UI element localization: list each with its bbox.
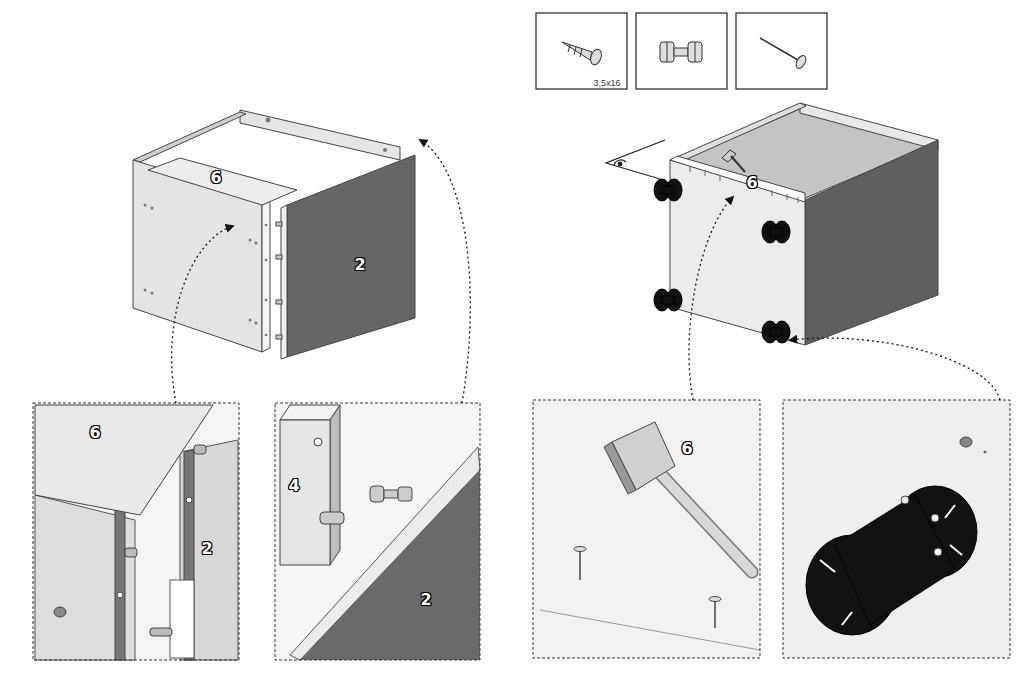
detail-dowel-joint <box>275 403 480 660</box>
callout-number: 2 <box>420 592 431 608</box>
detail-leaders <box>172 140 1000 403</box>
callout-number: 2 <box>201 541 212 557</box>
detail-nailing <box>533 400 760 658</box>
view-direction-symbol <box>606 140 665 179</box>
hardware-icons <box>536 13 827 89</box>
detail-foot <box>783 400 1010 658</box>
cabinet-feet <box>654 179 790 343</box>
detail-top-board <box>33 403 239 660</box>
cabinet-assembled <box>670 103 938 345</box>
callout-number: 6 <box>89 425 100 441</box>
detail-frames <box>33 400 1010 660</box>
screw-size: 3,5x16 <box>593 79 620 88</box>
callout-number: 2 <box>354 257 365 273</box>
callout-number: 6 <box>681 441 692 457</box>
callout-number: 6 <box>746 175 757 191</box>
cabinet-exploded <box>133 110 415 359</box>
callout-number: 6 <box>210 170 221 186</box>
callout-number: 4 <box>288 478 299 494</box>
